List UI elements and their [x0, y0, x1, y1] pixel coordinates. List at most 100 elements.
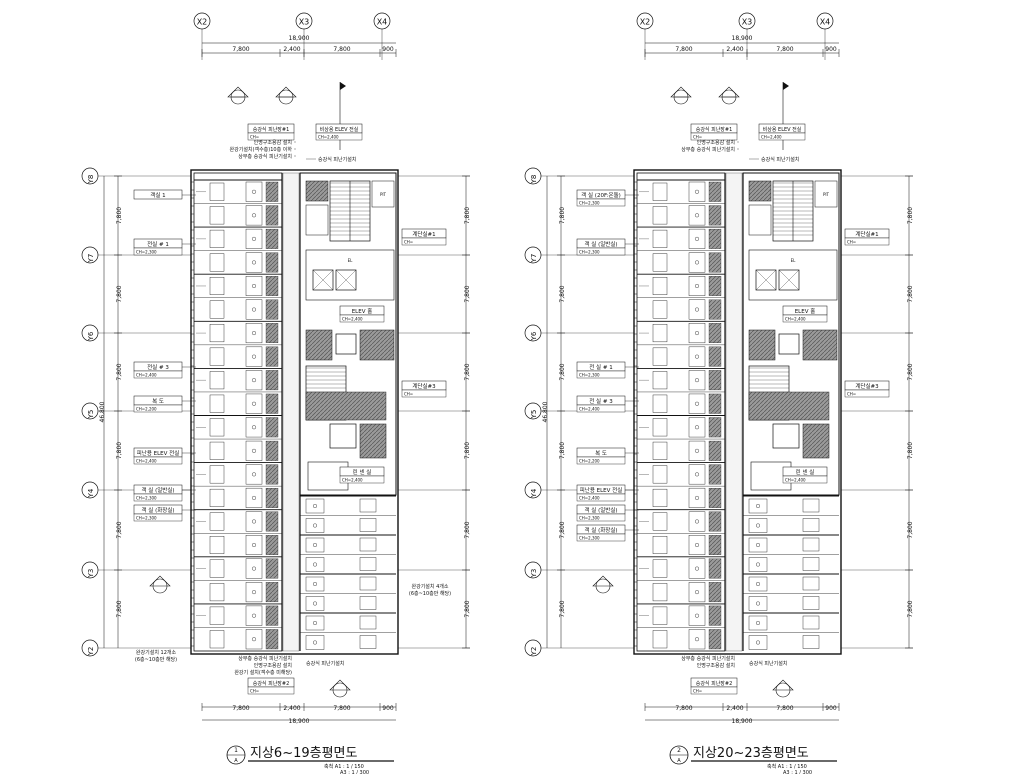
dim-bottom-value: 7,800: [333, 705, 350, 712]
drawing-title: 지상6~19층평면도: [250, 746, 358, 761]
bathroom: [305, 557, 325, 572]
bathroom: [688, 323, 706, 344]
room-tag-sub-box: [576, 370, 626, 379]
grid-label-x: X2: [197, 18, 208, 27]
room-tag-ceiling: CH=: [404, 392, 413, 397]
room-tag: 승강식 피난장#1CH=: [690, 123, 738, 141]
room-tag-sub-box: [133, 456, 183, 465]
toilet-icon: [251, 283, 256, 288]
annotation-note: 완강기설치 12개소: [136, 649, 177, 656]
closet: [265, 370, 279, 391]
closet: [265, 323, 279, 343]
room-tag-ceiling: CH=2,400: [136, 373, 157, 378]
room-tag-sub-box: [247, 686, 295, 695]
bathroom: [305, 576, 325, 592]
bed-icon: [359, 576, 377, 591]
closet: [265, 205, 279, 226]
closet: [265, 393, 279, 414]
drawing-number: 2: [677, 747, 681, 754]
room-tag-ceiling: CH=2,300: [136, 516, 157, 521]
grid-label-y: Y6: [530, 331, 538, 341]
bed-icon: [209, 418, 225, 437]
toilet-icon: [251, 213, 256, 218]
toilet-icon: [313, 543, 318, 548]
grid-label-x: X4: [377, 18, 388, 27]
toilet-icon: [695, 236, 700, 241]
room-tag-ceiling: CH=: [693, 135, 702, 140]
bed-icon: [652, 300, 668, 319]
bathroom: [688, 582, 706, 603]
closet: [708, 582, 722, 603]
room-tag: 승강식 피난장#2CH=: [690, 677, 738, 695]
room-tag-ceiling: CH=2,300: [579, 536, 600, 541]
bathroom: [305, 537, 325, 553]
toilet-icon: [251, 543, 256, 548]
elevator-bank: [748, 249, 838, 301]
room-tag-sub-box: [133, 370, 183, 379]
closet: [265, 535, 279, 555]
dim-left-value: 7,800: [559, 600, 566, 617]
bed-icon: [359, 537, 377, 552]
closet: [265, 252, 279, 273]
room-tag-ceiling: CH=2,400: [579, 407, 600, 412]
annotation-note: 완강기설치(객수층)10층 이하: [230, 146, 293, 153]
grid-label-y: Y6: [87, 331, 95, 341]
flag-icon: [783, 82, 789, 90]
toilet-icon: [695, 283, 700, 288]
elevator-car: [755, 269, 777, 291]
elevator-car: [778, 333, 800, 355]
room-tag-sub-box: [339, 475, 385, 484]
closet: [265, 582, 279, 603]
bed-icon: [209, 229, 225, 248]
dim-left-value: 7,800: [116, 521, 123, 538]
bed-icon: [652, 324, 668, 343]
toilet-icon: [695, 613, 700, 618]
room-tag-sub-box: [844, 237, 890, 246]
dim-right-value: 7,800: [907, 600, 914, 617]
annotation-note: 상부층 승강식 피난기설치: [238, 153, 292, 160]
bathroom: [245, 181, 263, 202]
closet: [708, 323, 722, 343]
bathroom: [748, 498, 768, 514]
annotation-note: 인명구조용감 설치: [697, 139, 735, 146]
toilet-icon: [695, 331, 700, 336]
bathroom: [688, 346, 706, 367]
core-shaft: [748, 329, 776, 361]
bed-icon: [802, 537, 820, 552]
bed-icon: [209, 182, 225, 201]
room-tag-label: 전실 # 3: [147, 363, 169, 371]
bed-icon: [359, 596, 377, 610]
drawing-title: 지상20~23층평면도: [693, 746, 809, 761]
core-shaft: [802, 329, 838, 361]
toilet-icon: [695, 307, 700, 312]
bed-icon: [209, 488, 225, 507]
annotation-note: 인명구조용감 설치: [254, 139, 292, 146]
toilet-icon: [251, 519, 256, 524]
bed-icon: [652, 253, 668, 272]
bathroom: [688, 535, 706, 555]
bathroom: [688, 181, 706, 202]
elevator-lobby: [305, 204, 329, 236]
core-shaft: [305, 329, 333, 361]
bathroom: [688, 487, 706, 508]
grid-label-x: X3: [742, 18, 753, 27]
dim-total-bottom: 18,900: [289, 718, 310, 725]
bathroom: [748, 518, 768, 533]
bathroom: [688, 464, 706, 485]
room-tag-label: 승강식 피난장#1: [696, 126, 733, 133]
grid-label-x: X2: [640, 18, 651, 27]
room-tag-label: 승강식 피난장#2: [253, 680, 290, 687]
room-tag-label: 비상용 ELEV 전실: [763, 126, 802, 133]
toilet-icon: [251, 495, 256, 500]
room-tag: 객 실 (일반실)CH=2,300: [576, 504, 639, 522]
drawing-sheet-ref: A: [677, 758, 681, 764]
room-tag-ceiling: CH=2,300: [579, 250, 600, 255]
dim-left-value: 7,800: [559, 207, 566, 224]
dim-bottom-value: 7,800: [675, 705, 692, 712]
bed-icon: [359, 615, 377, 630]
room-tag-label: 객 실 (일반실): [584, 240, 617, 248]
room-tag-sub-box: [339, 314, 385, 323]
shaft: [814, 180, 838, 208]
bathroom: [245, 346, 263, 367]
